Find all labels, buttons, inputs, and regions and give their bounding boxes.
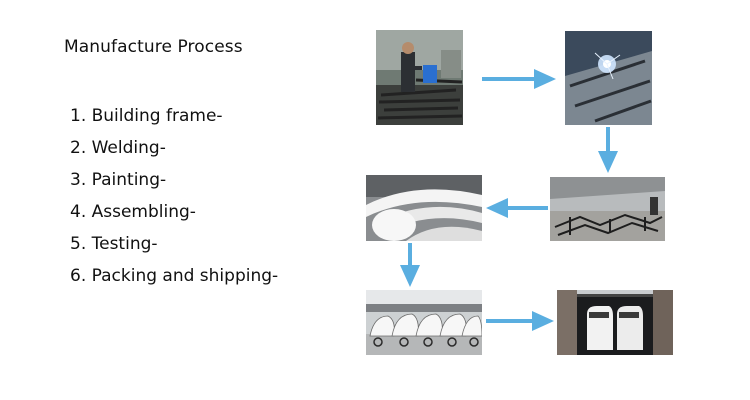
photo-welding xyxy=(565,31,652,125)
process-step: 2. Welding- xyxy=(70,138,166,158)
arrow-left-icon xyxy=(486,198,548,218)
process-steps-list: 1. Building frame- 2. Welding- 3. Painti… xyxy=(70,103,278,295)
process-step: 1. Building frame- xyxy=(70,106,223,126)
photo-building-frame xyxy=(376,30,463,125)
photo-assembling xyxy=(550,177,665,241)
process-step: 6. Packing and shipping- xyxy=(70,266,279,286)
photo-painting xyxy=(366,175,482,241)
arrow-right-icon xyxy=(482,69,556,89)
process-step: 3. Painting- xyxy=(70,170,167,190)
arrow-down-icon xyxy=(598,127,618,173)
arrow-down-icon xyxy=(400,243,420,287)
photo-testing xyxy=(366,290,482,355)
photo-packing-shipping xyxy=(557,290,673,355)
process-step: 4. Assembling- xyxy=(70,202,196,222)
process-step: 5. Testing- xyxy=(70,234,158,254)
page-title: Manufacture Process xyxy=(64,37,243,57)
arrow-right-icon xyxy=(486,311,554,331)
